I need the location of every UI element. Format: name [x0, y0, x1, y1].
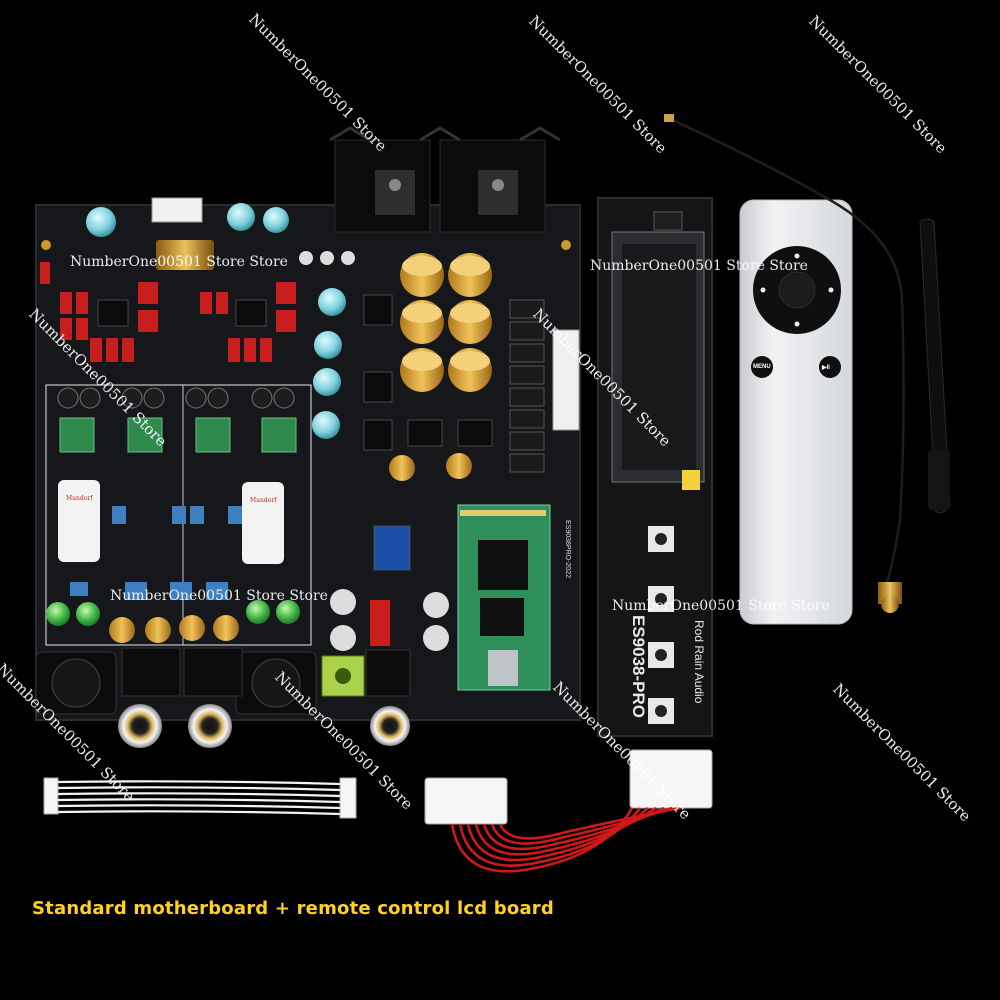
capacitor-group-gold: [109, 253, 492, 643]
watermark: NumberOne00501 Store Store: [590, 258, 808, 274]
ic-group: [97, 294, 493, 571]
blue-component-group: [70, 506, 242, 600]
menu-button: [751, 356, 773, 378]
film-capacitor-group: Mundorf Mundorf: [58, 480, 284, 564]
svg-text:ES9038PRO-2022: ES9038PRO-2022: [564, 520, 571, 578]
play-pause-button: [819, 356, 841, 378]
lcd-board: [597, 197, 713, 737]
lcd-model-label: ES9038-PRO: [629, 615, 648, 718]
svg-text:Mundorf: Mundorf: [66, 495, 93, 502]
antenna-cable: [664, 114, 905, 613]
resistor-group: [40, 262, 390, 646]
usb-interface-board: [457, 504, 551, 691]
heatsink: [329, 126, 561, 233]
xlr-connector-group: [35, 647, 411, 715]
capacitor-group-black: [57, 387, 295, 409]
opamp-module-group: [59, 417, 297, 453]
red-power-cable: [424, 749, 713, 873]
connector-row: [509, 299, 545, 473]
remote-control: [739, 199, 853, 625]
menu-button-label: MENU: [753, 364, 771, 370]
watermark: NumberOne00501 Store Store: [612, 598, 830, 614]
antenna: [919, 218, 951, 514]
motherboard: Mundorf Mundorf: [35, 126, 581, 748]
lcd-brand-label: Rod Rain Audio: [692, 620, 706, 704]
lcd-buttons: [648, 526, 674, 724]
capacitor-group-top: [86, 203, 449, 651]
watermark: NumberOne00501 Store Store: [110, 588, 328, 604]
watermark: NumberOne00501 Store Store: [70, 254, 288, 270]
caption: Standard motherboard + remote control lc…: [32, 898, 554, 919]
rca-jack-group: [118, 704, 410, 748]
capacitor-group-green: [46, 600, 300, 626]
svg-text:Mundorf: Mundorf: [250, 497, 277, 504]
white-ribbon-cable: [43, 777, 357, 819]
play-pause-button-label: ▶II: [822, 365, 830, 371]
